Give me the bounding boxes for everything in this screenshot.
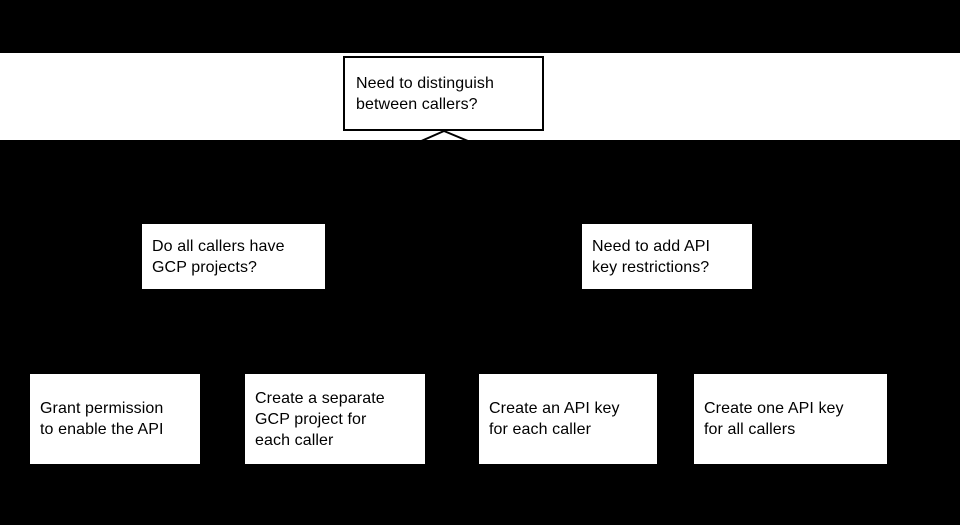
decision-gcp-projects-label: Do all callers have GCP projects? (152, 237, 285, 276)
decision-node-key-restrictions: Need to add API key restrictions? (582, 224, 752, 289)
outcome-node-one-api-key: Create one API key for all callers (694, 374, 887, 464)
outcome-node-separate-gcp-project: Create a separate GCP project for each c… (245, 374, 425, 464)
connector-root-to-right (443, 130, 668, 225)
outcome-node-grant-permission: Grant permission to enable the API (30, 374, 200, 464)
decision-node-root: Need to distinguish between callers? (343, 56, 544, 131)
connector-left-to-outcome-1 (114, 288, 234, 375)
decision-key-restrictions-label: Need to add API key restrictions? (592, 237, 711, 276)
decision-root-label: Need to distinguish between callers? (356, 74, 494, 113)
outcome-api-key-each-caller-label: Create an API key for each caller (489, 400, 620, 438)
outcome-node-api-key-each-caller: Create an API key for each caller (479, 374, 657, 464)
connector-right-to-outcome-3 (567, 288, 668, 375)
connector-left-to-outcome-2 (232, 288, 336, 375)
outcome-grant-permission-label: Grant permission to enable the API (40, 400, 164, 438)
connector-root-to-left (232, 130, 445, 225)
connector-right-to-outcome-4 (666, 288, 791, 375)
outcome-one-api-key-label: Create one API key for all callers (704, 400, 844, 438)
decision-node-gcp-projects: Do all callers have GCP projects? (142, 224, 325, 289)
outcome-separate-gcp-project-label: Create a separate GCP project for each c… (255, 389, 385, 449)
